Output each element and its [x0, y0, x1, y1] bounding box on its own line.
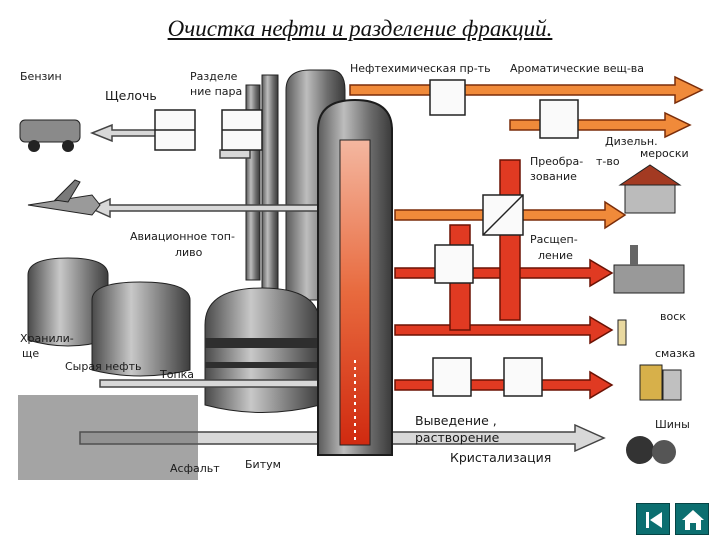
label-topka: Топка	[159, 368, 194, 381]
label-rassh-1: Расщеп-	[530, 233, 578, 246]
label-khranil-2: ще	[22, 347, 39, 360]
label-syraya: Сырая нефть	[65, 360, 141, 373]
label-viyed-1: Выведение ,	[415, 413, 497, 428]
barrels-icon	[639, 364, 682, 401]
car-icon	[19, 119, 81, 152]
tires-icon	[626, 436, 676, 464]
label-aviac-2: ливо	[175, 246, 203, 259]
label-rassh-2: ление	[538, 249, 573, 262]
asphalt-area	[18, 395, 198, 480]
label-dizeln: Дизельн.	[605, 135, 658, 148]
label-shiny: Шины	[655, 418, 690, 431]
candle-icon	[617, 319, 627, 346]
separator-boxes	[154, 79, 579, 397]
label-smazka: смазка	[655, 347, 695, 360]
diagram-labels: Бензин Щелочь Разделе ние пара Нефтехими…	[20, 62, 695, 475]
label-khranil-1: Хранили-	[20, 332, 74, 345]
label-neftekhim: Нефтехимическая пр-ть	[350, 62, 491, 75]
label-preobraz-1: Преобра-	[530, 155, 583, 168]
label-asfalt: Асфальт	[170, 462, 220, 475]
label-tvo: т-во	[596, 155, 620, 168]
label-preobraz-2: зование	[530, 170, 577, 183]
skip-back-icon	[646, 512, 662, 528]
label-viyed-2: растворение	[415, 430, 500, 445]
distillation-column	[317, 98, 393, 456]
label-bitum: Битум	[245, 458, 281, 471]
label-moroski: мероски	[640, 147, 689, 160]
label-aviac-1: Авиационное топ-	[130, 230, 235, 243]
factory-icon	[613, 245, 685, 294]
label-benzin: Бензин	[20, 70, 62, 83]
label-razdelenie-1: Разделе	[190, 70, 238, 83]
airplane-icon	[27, 179, 101, 216]
label-kristal: Кристализация	[450, 450, 551, 465]
label-vosk: воск	[660, 310, 686, 323]
house-icon	[618, 164, 682, 214]
label-aromat: Ароматические вещ-ва	[510, 62, 644, 75]
page-title: Очистка нефти и разделение фракций.	[167, 16, 553, 41]
nav-home-button[interactable]	[675, 503, 709, 535]
nav-back-button[interactable]	[636, 503, 670, 535]
label-shcheloch: Щелочь	[105, 88, 157, 103]
home-icon	[682, 510, 704, 530]
label-razdelenie-2: ние пара	[190, 85, 242, 98]
